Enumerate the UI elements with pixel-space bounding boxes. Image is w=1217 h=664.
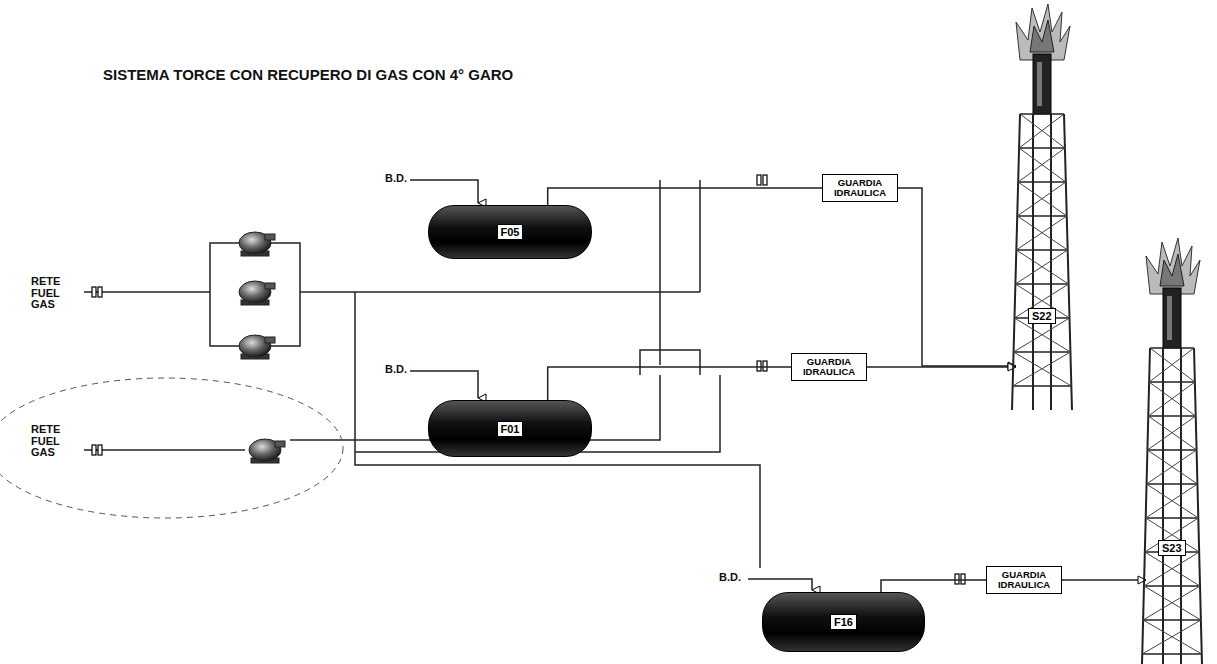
pipe-connector	[548, 367, 791, 400]
pipe-connector	[548, 188, 822, 205]
fuel-gas-label: RETE FUEL GAS	[30, 424, 84, 459]
seal-label: GUARDIA IDRAULICA	[792, 357, 866, 378]
blowdown-label: B.D.	[384, 364, 408, 376]
seal-label: GUARDIA IDRAULICA	[987, 570, 1061, 591]
pipe-connector	[881, 580, 986, 592]
fuel-gas-label: RETE FUEL GAS	[30, 276, 84, 311]
drum-vessel: F16	[762, 592, 925, 652]
seal-label: GUARDIA IDRAULICA	[823, 178, 897, 199]
vessel-tag: F16	[830, 614, 857, 630]
hydraulic-seal-box: GUARDIA IDRAULICA	[986, 566, 1062, 594]
pipe-connector	[867, 366, 1016, 368]
vessel-tag: F01	[497, 421, 524, 437]
stack-tag: S23	[1158, 540, 1186, 556]
flare-stack: S22	[1000, 2, 1084, 410]
pipe-connector	[1062, 579, 1146, 581]
vessel-tag: F05	[497, 224, 524, 240]
drum-vessel: F05	[428, 205, 592, 259]
drum-vessel: F01	[428, 400, 592, 457]
flare-stack: S23	[1130, 236, 1214, 664]
diagram-title: SISTEMA TORCE CON RECUPERO DI GAS CON 4°…	[103, 66, 513, 83]
pipe-connector	[898, 188, 1016, 366]
flare-stack-illustration	[1000, 2, 1084, 410]
stack-tag: S22	[1028, 308, 1056, 324]
blowdown-label: B.D.	[384, 173, 408, 185]
hydraulic-seal-box: GUARDIA IDRAULICA	[822, 174, 898, 202]
flare-stack-illustration	[1130, 236, 1214, 664]
blowdown-label: B.D.	[718, 572, 742, 584]
hydraulic-seal-box: GUARDIA IDRAULICA	[791, 353, 867, 381]
